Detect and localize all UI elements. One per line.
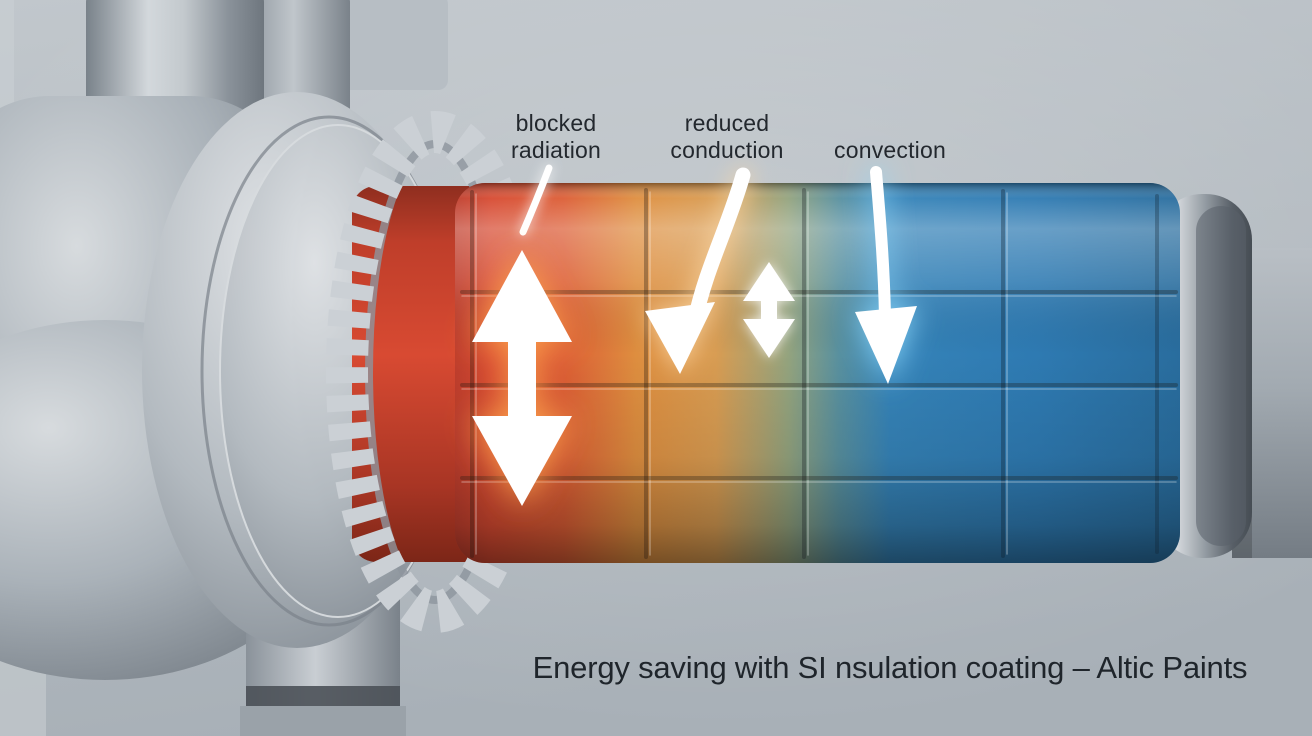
reduced-conduction-arrow-icon — [645, 167, 751, 374]
label-reduced-conduction: reduced conduction — [670, 110, 784, 163]
reduced-conduction-minor-arrow-icon — [743, 262, 795, 358]
annotation-arrows — [472, 164, 917, 506]
blocked-radiation-arrow-icon — [472, 250, 572, 506]
label-blocked-radiation: blocked radiation — [510, 110, 602, 163]
cylinder-shading — [455, 183, 1180, 563]
blocked-radiation-pointer-line — [519, 164, 553, 236]
caption-title: Energy saving with SI nsulation coating … — [532, 650, 1248, 685]
end-collar-inner — [1196, 206, 1246, 546]
convection-arrow-icon — [855, 166, 917, 384]
bottom-pipe-cap — [240, 706, 406, 736]
label-convection: convection — [834, 137, 946, 163]
rear-pipe-top — [336, 0, 448, 90]
insulation-coating-cylinder — [455, 183, 1180, 563]
tile-seams — [460, 188, 1178, 559]
